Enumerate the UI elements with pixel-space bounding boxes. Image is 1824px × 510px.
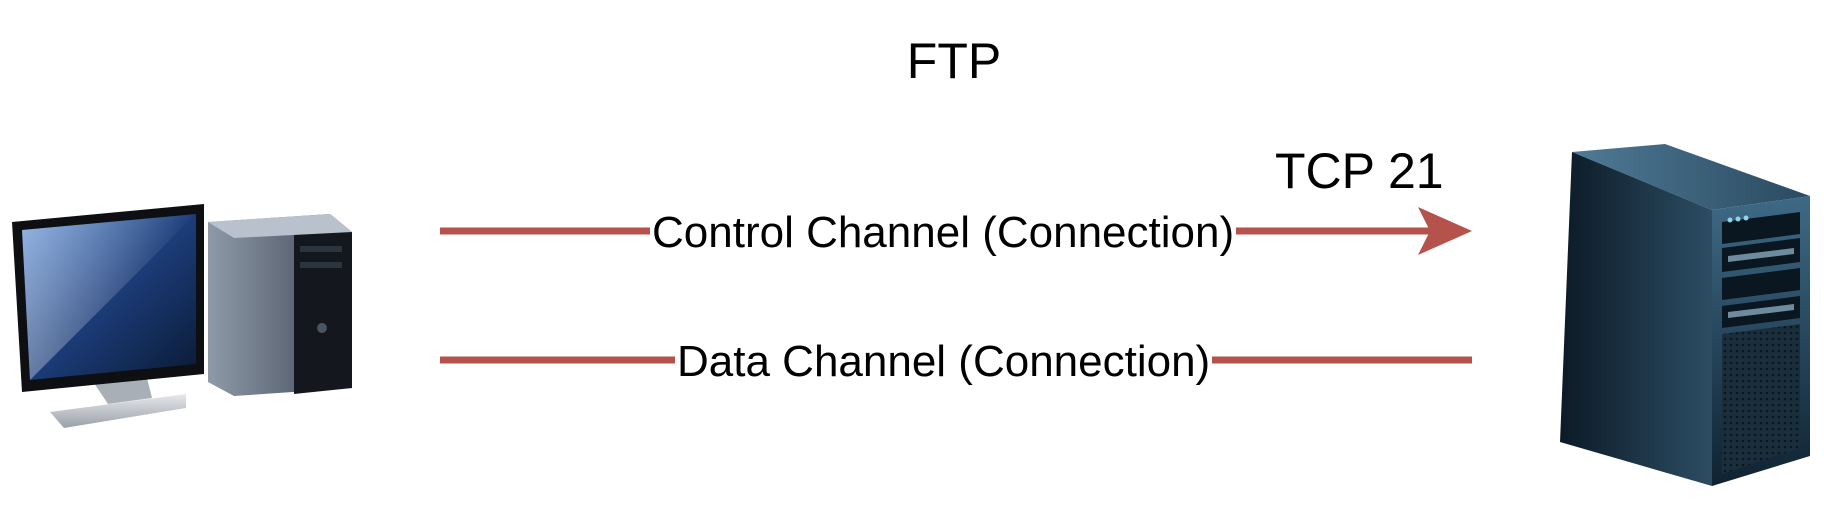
desktop-computer-icon: [12, 204, 352, 428]
port-label: TCP 21: [1275, 143, 1444, 199]
server-tower-icon: [1560, 144, 1810, 486]
diagram-title: FTP: [906, 33, 1002, 89]
control-channel-label: Control Channel (Connection): [650, 208, 1237, 257]
data-channel-label: Data Channel (Connection): [675, 337, 1213, 386]
control-channel-arrowhead: [1418, 207, 1472, 255]
